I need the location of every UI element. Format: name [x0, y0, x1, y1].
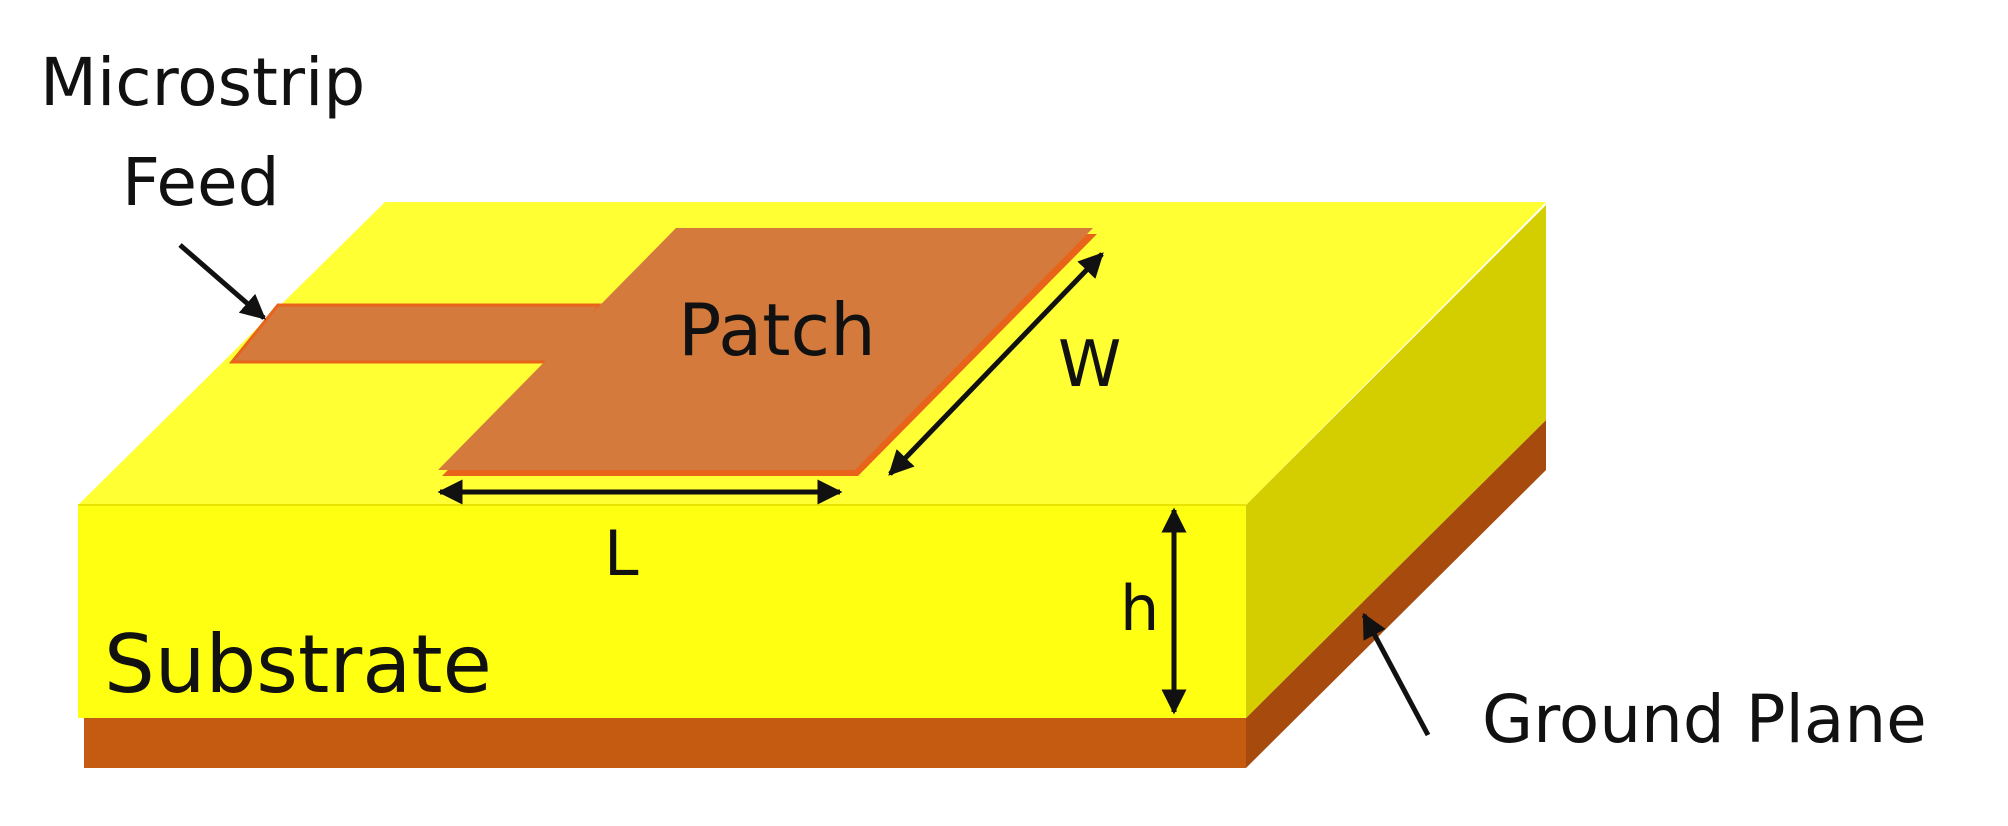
feed-label-line2: Feed	[122, 144, 279, 221]
substrate-label: Substrate	[104, 618, 492, 711]
ground-plane-front	[84, 718, 1246, 768]
height-label: h	[1120, 572, 1159, 645]
feed-label-line1: Microstrip	[40, 44, 365, 121]
width-arrow	[888, 252, 1104, 476]
length-label: L	[604, 517, 639, 590]
ground-plane-side	[1246, 420, 1546, 768]
substrate-right-face	[1246, 205, 1546, 718]
ground-pointer-arrow	[1361, 612, 1431, 737]
ground-plane-label: Ground Plane	[1482, 681, 1927, 758]
width-label: W	[1058, 328, 1121, 402]
feed-pointer-arrow	[178, 243, 266, 320]
substrate-front-face	[78, 505, 1246, 718]
microstrip-feed	[228, 303, 604, 364]
patch-label: Patch	[678, 288, 876, 372]
